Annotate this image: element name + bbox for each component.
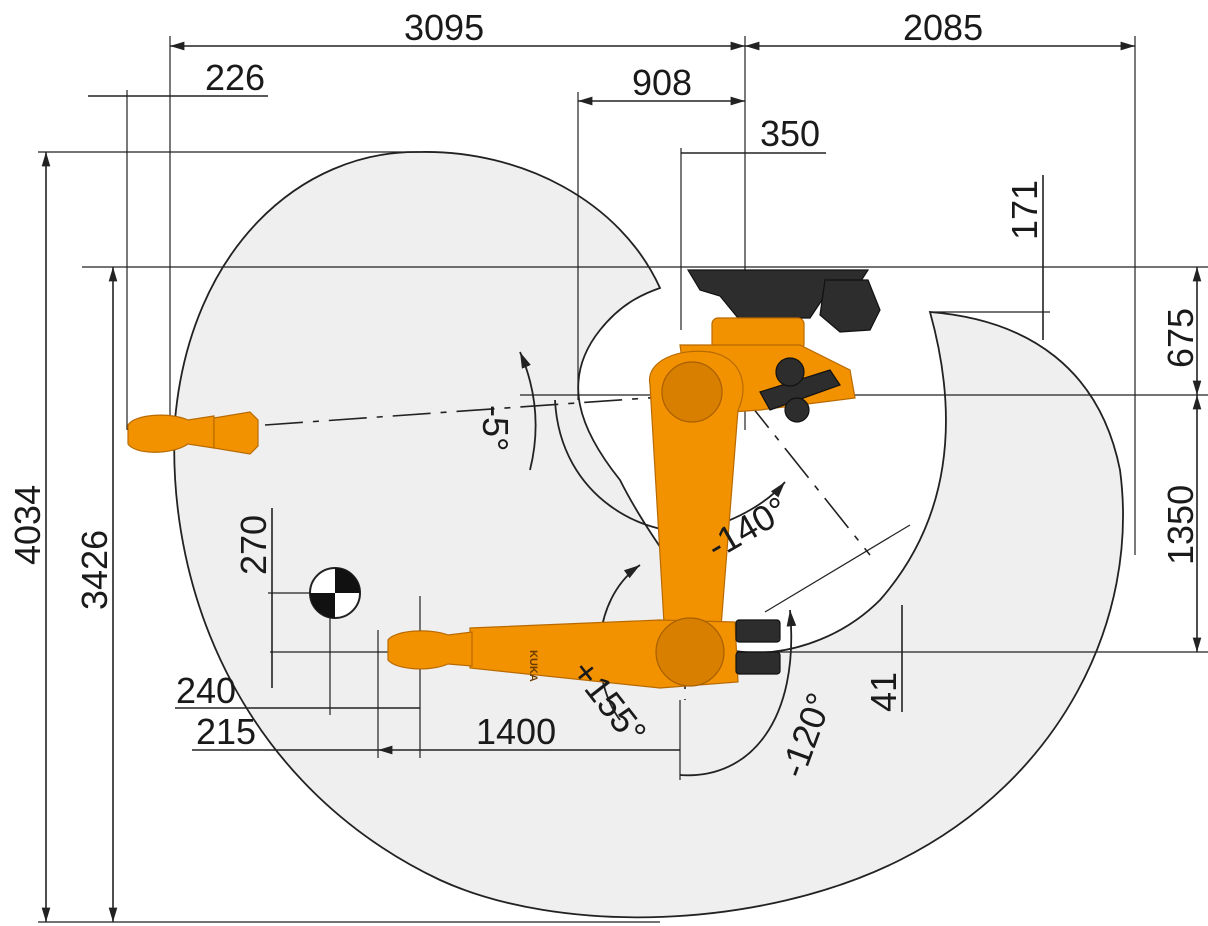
robot-counterbalance-end [784,397,810,423]
dim-label-1350: 1350 [1160,485,1201,565]
robot-motor-a [735,619,781,643]
dim-label-675: 675 [1160,308,1201,368]
dim-label-226: 226 [205,57,265,98]
dim-label-4034: 4034 [7,485,48,565]
robot-shoulder-joint [661,361,723,423]
arm-centerline-diagonal [744,397,871,556]
robot-wrist-lower [387,630,473,670]
arc-minus-120 [679,609,797,777]
robot-base-side [819,279,881,333]
dim-label-908: 908 [632,62,692,103]
arm-centerline-upper [264,394,691,426]
robot-counterbalance-cap [775,357,805,387]
center-of-gravity-icon [309,567,361,619]
robot-motor-b [735,651,781,675]
robot-brand-label: KUKA [527,650,539,682]
dim-label-41: 41 [863,672,904,712]
arc-minus-5 [519,351,537,471]
robot-base [686,269,870,319]
robot-counterbalance [759,369,841,411]
angle-label-minus-5: -5° [475,405,516,451]
angle-ray-120 [764,524,911,613]
dim-label-3426: 3426 [74,530,115,610]
robot-elbow-joint [655,617,725,687]
dim-label-240: 240 [176,670,236,711]
robot-wrist-upper-body [213,411,259,455]
dim-label-1400: 1400 [476,711,556,752]
dim-label-2085: 2085 [903,7,983,48]
dim-label-350: 350 [760,113,820,154]
dim-label-171: 171 [1004,180,1045,240]
dim-label-3095: 3095 [404,7,484,48]
dim-label-215: 215 [196,711,256,752]
dim-label-270: 270 [233,515,274,575]
